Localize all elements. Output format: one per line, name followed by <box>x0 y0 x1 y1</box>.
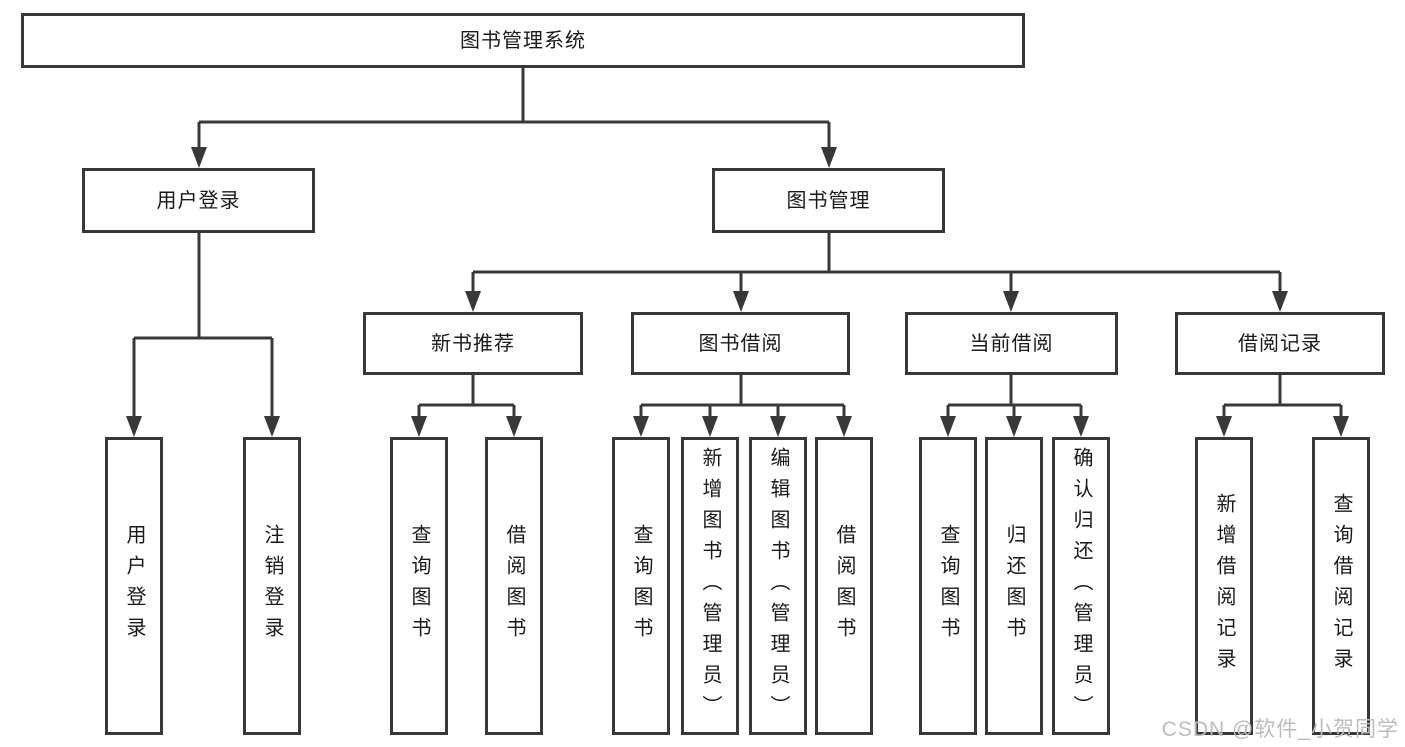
leaf-add-borrow-record: 新增借阅记录 <box>1195 437 1253 735</box>
leaf-query-books-current: 查询图书 <box>919 437 977 735</box>
leaf-query-books-borrowing: 查询图书 <box>612 437 670 735</box>
leaf-return-book: 归还图书 <box>985 437 1043 735</box>
node-book-borrowing: 图书借阅 <box>631 312 850 375</box>
leaf-add-book-admin: 新增图书（管理员） <box>681 437 739 735</box>
leaf-borrow-books-borrowing: 借阅图书 <box>815 437 873 735</box>
node-library-management-system: 图书管理系统 <box>21 13 1025 68</box>
leaf-query-books-recommend: 查询图书 <box>390 437 448 735</box>
leaf-user-login: 用户登录 <box>105 437 163 735</box>
leaf-confirm-return-admin: 确认归还（管理员） <box>1052 437 1110 735</box>
node-new-book-recommendation: 新书推荐 <box>363 312 583 375</box>
leaf-edit-book-admin: 编辑图书（管理员） <box>749 437 807 735</box>
leaf-query-borrow-record: 查询借阅记录 <box>1312 437 1370 735</box>
node-user-login: 用户登录 <box>82 168 315 233</box>
watermark: CSDN @软件_小贺同学 <box>1161 718 1399 741</box>
leaf-logout-login: 注销登录 <box>243 437 301 735</box>
node-book-management: 图书管理 <box>712 168 945 233</box>
leaf-borrow-books-recommend: 借阅图书 <box>485 437 543 735</box>
node-current-borrowing: 当前借阅 <box>905 312 1118 375</box>
node-borrowing-records: 借阅记录 <box>1175 312 1385 375</box>
